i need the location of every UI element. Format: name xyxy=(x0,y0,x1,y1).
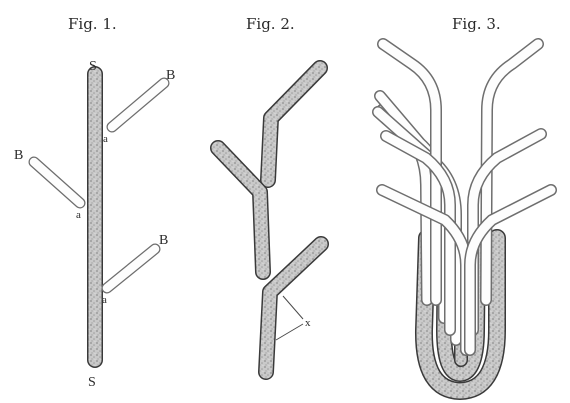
fig-1-drawing: S S B B B a a a xyxy=(14,59,175,390)
fig-3-drawing xyxy=(378,44,551,391)
fig-1-label-b-top: B xyxy=(166,68,175,83)
fig-1-label-b-left: B xyxy=(14,148,23,163)
fig-1-label-a-lower: a xyxy=(102,294,107,306)
fig-1-branch-top xyxy=(112,83,164,127)
fig-1-label-a-top: a xyxy=(103,133,108,145)
fig-2-segment-top xyxy=(268,68,320,180)
fig-2-x-leader-bottom xyxy=(276,324,303,340)
fig-1-branch-lower xyxy=(107,249,155,288)
fig-1-label-s-bottom: S xyxy=(88,375,96,390)
fig-1-branch-left xyxy=(34,162,80,203)
fig-1-label-a-left: a xyxy=(76,209,81,221)
fig-1-title: Fig. 1. xyxy=(68,15,117,33)
fig-1-label-s-top: S xyxy=(89,59,97,74)
fig-2-label-x: x xyxy=(305,317,311,329)
fig-3-title: Fig. 3. xyxy=(452,15,501,33)
fig-1-label-b-lower: B xyxy=(159,233,168,248)
fig-2-segment-middle xyxy=(218,148,263,272)
fig-2-title: Fig. 2. xyxy=(246,15,295,33)
fig-2-x-leader-top xyxy=(283,296,303,319)
fig-2-drawing: x xyxy=(218,68,321,372)
